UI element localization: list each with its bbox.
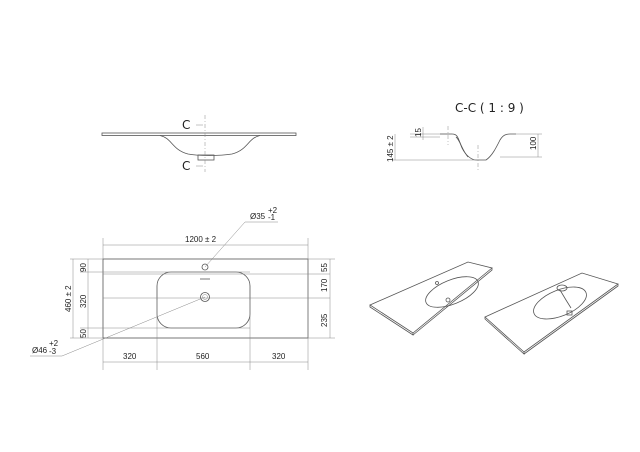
countertop-slab-front	[101, 132, 297, 136]
iso-tap	[559, 289, 572, 309]
plan-view: 1200 ± 2 Ø35 +2 -1 Ø46 +2 -3 460 ± 2 90 …	[30, 206, 335, 370]
iso-basin-bowl	[425, 276, 479, 308]
section-mark-bottom: C	[182, 159, 190, 173]
drain-hole	[200, 292, 210, 302]
iso-basin-bowl-2	[533, 286, 587, 320]
drain-outlet-front	[197, 154, 215, 161]
dim-right-0: 55	[320, 263, 329, 272]
dim-thickness: 15	[414, 128, 423, 137]
dim-bottom-1: 560	[196, 352, 210, 361]
dim-left-2: 50	[79, 329, 88, 338]
svg-text:+2: +2	[268, 206, 278, 215]
tap-hole	[201, 263, 209, 271]
dim-bowl-depth: 100	[529, 136, 538, 150]
svg-text:-1: -1	[268, 213, 276, 222]
dim-left-0: 90	[79, 263, 88, 272]
tap-hole-label: Ø35	[250, 212, 266, 221]
isometric-basin	[369, 261, 493, 336]
drain-hole-label: Ø46	[32, 346, 48, 355]
dim-right-1: 170	[320, 278, 329, 292]
dim-right-2: 235	[320, 313, 329, 327]
section-mark-top: C	[182, 118, 190, 132]
basin-outline	[156, 271, 251, 329]
dim-bottom-0: 320	[123, 352, 137, 361]
dim-bottom-2: 320	[272, 352, 286, 361]
isometric-basin-with-tap	[484, 272, 619, 355]
dim-overall-width: 1200 ± 2	[185, 235, 217, 244]
front-view: C C	[101, 115, 297, 173]
section-title: C-C ( 1 : 9 )	[455, 101, 524, 115]
svg-text:+2: +2	[49, 339, 59, 348]
svg-text:-3: -3	[49, 347, 57, 356]
dim-overall-depth: 460 ± 2	[64, 285, 73, 312]
basin-profile-front	[159, 135, 261, 156]
dim-total-height: 145 ± 2	[386, 135, 395, 162]
section-view: C-C ( 1 : 9 ) 15 145 ± 2 100	[386, 101, 542, 170]
dim-left-1: 320	[79, 294, 88, 308]
